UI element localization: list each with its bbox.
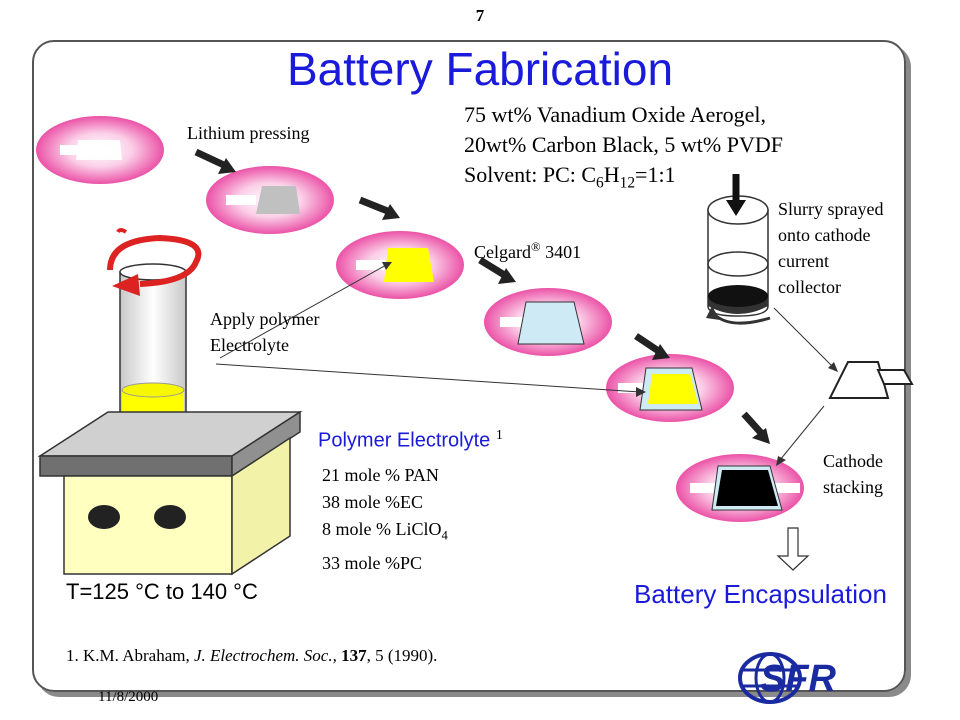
polymer-electrolyte-title: Polymer Electrolyte 1 bbox=[318, 428, 503, 452]
slide-frame bbox=[32, 40, 906, 692]
lithium-pressing-label: Lithium pressing bbox=[187, 123, 310, 143]
cathode-stacking-label: Cathode stacking bbox=[823, 451, 883, 497]
page-number: 7 bbox=[475, 6, 485, 25]
sfr-logo: SFR bbox=[760, 658, 836, 700]
slurry-label: Slurry sprayed onto cathode current coll… bbox=[778, 199, 884, 297]
slurry-sprayer bbox=[706, 174, 771, 325]
sfr-logo-globe-icon bbox=[738, 652, 802, 704]
hot-plate bbox=[37, 410, 303, 576]
slide-title: Battery Fabrication bbox=[286, 43, 674, 95]
list-item: 8 mole % LiClO4 bbox=[322, 519, 448, 543]
list-item: 21 mole % PAN bbox=[322, 465, 439, 485]
cathode-composition: 75 wt% Vanadium Oxide Aerogel, 20wt% Car… bbox=[464, 100, 783, 198]
process-disc-blank bbox=[36, 116, 164, 184]
process-disc-cathode bbox=[676, 454, 804, 522]
process-arrows bbox=[194, 148, 770, 444]
battery-encapsulation-label: Battery Encapsulation bbox=[634, 579, 887, 609]
cathode-collector bbox=[828, 361, 914, 399]
composition-line-3: Solvent: PC: C6H12=1:1 bbox=[464, 162, 676, 192]
down-arrow bbox=[776, 527, 810, 571]
connector-lines bbox=[215, 262, 838, 466]
process-disc-celgard bbox=[484, 288, 612, 356]
composition-line-1: 75 wt% Vanadium Oxide Aerogel, bbox=[464, 102, 767, 127]
temperature-label: T=125 °C to 140 °C bbox=[66, 579, 258, 604]
slide-date: 11/8/2000 bbox=[98, 689, 159, 705]
list-item: 33 mole %PC bbox=[322, 552, 423, 573]
celgard-label: Celgard® 3401 bbox=[474, 240, 582, 262]
reference-citation: 1. K.M. Abraham, J. Electrochem. Soc., 1… bbox=[66, 646, 438, 665]
process-disc-stack bbox=[606, 354, 734, 422]
apply-polymer-label: Apply polymer Electrolyte bbox=[210, 309, 320, 355]
list-item: 38 mole %EC bbox=[322, 492, 423, 512]
polymer-electrolyte-list: 21 mole % PAN 38 mole %EC 8 mole % LiClO… bbox=[322, 462, 448, 577]
composition-line-2: 20wt% Carbon Black, 5 wt% PVDF bbox=[464, 132, 783, 157]
process-disc-lithium bbox=[206, 166, 334, 234]
process-disc-polymer bbox=[336, 231, 464, 299]
rotation-arrow bbox=[107, 228, 202, 296]
